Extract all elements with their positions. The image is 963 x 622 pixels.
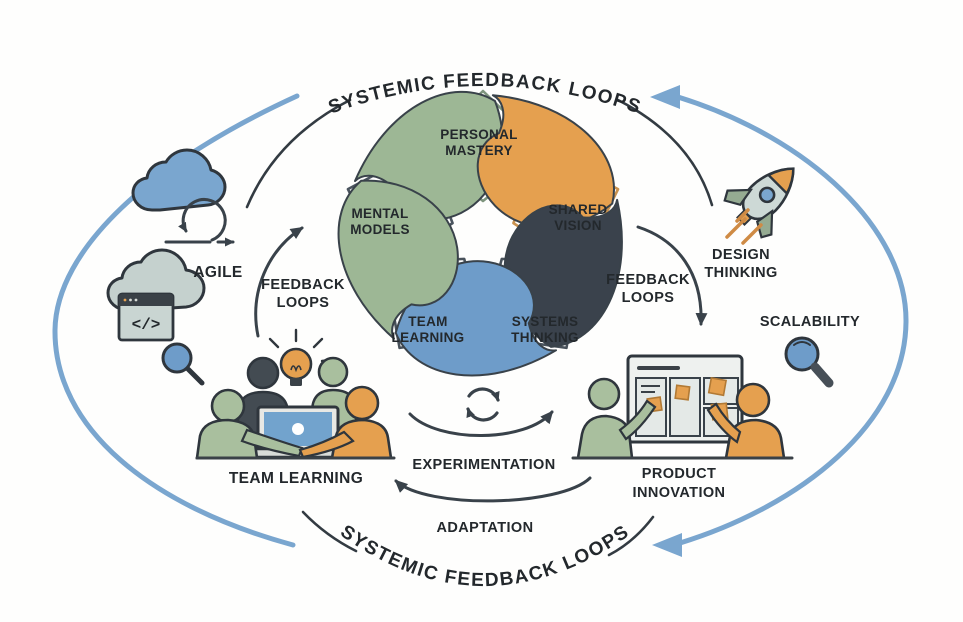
dev-cloud-icon: </> [106,248,206,386]
personal-mastery-label2: MASTERY [445,143,513,158]
systems-thinking-label2: THINKING [511,330,579,345]
person-head-dark [246,356,280,390]
shared-vision-label2: VISION [554,218,602,233]
dark-arc-bottom-right [607,515,655,557]
scalability-magnifier-icon [784,336,834,388]
feedback-loops-right-label: FEEDBACK [606,272,690,288]
code-glyph: </> [132,316,161,334]
rocket-speed-lines [725,208,763,245]
process-arrows [254,225,708,503]
person-head-orange [344,385,380,421]
blade-green-left [337,179,459,340]
iteration-loop-arrow-icon [164,198,235,247]
kanban-board-icon [571,354,794,460]
cloud-shape [131,148,227,212]
person-body-orange [330,418,393,460]
mental-models-label2: MODELS [350,222,410,237]
design-thinking-label: DESIGN [712,247,770,263]
experimentation-label: EXPERIMENTATION [412,457,555,473]
window-titlebar [119,294,173,306]
team-laptop-icon [195,328,396,460]
outer-loop-right-arc [675,94,909,546]
mental-models-label: MENTAL [351,206,408,221]
agile-label: AGILE [193,264,242,281]
feedback-arrow-right [636,225,708,326]
product-innovation-label2: INNOVATION [633,485,726,501]
adaptation-arrow [394,476,592,503]
dark-arc-top-right [616,98,714,207]
dark-arc-bottom-left [301,510,358,553]
design-thinking-label2: THINKING [704,265,777,281]
rocket-fin-right [755,208,774,239]
left-pointing-arrowhead-top-icon [650,85,680,109]
systems-thinking-label: SYSTEMS [512,314,579,329]
person-head-green-back [317,356,349,388]
rocket-fin-left [723,188,754,207]
feedback-loops-right-label2: LOOPS [622,290,675,306]
blade-orange [476,94,615,229]
rocket-window [758,186,776,204]
person-head-green-front [210,388,246,424]
feedback-loops-left-label2: LOOPS [277,295,330,311]
product-innovation-label: PRODUCT [642,466,717,482]
rocket-icon [723,167,795,245]
scalability-label: SCALABILITY [760,314,860,330]
inner-dark-arcs [245,98,714,557]
person-head-green [587,377,621,411]
lightbulb-icon [257,328,335,386]
team-learning-petal-label2: LEARNING [392,330,465,345]
team-learning-petal-label: TEAM [408,314,447,329]
dark-arc-top-left [245,98,352,209]
code-window-icon: </> [117,292,175,342]
pinwheel-labels: PERSONAL MASTERY MENTAL MODELS SHARED VI… [350,127,607,345]
magnifier-small-icon [161,342,205,386]
outer-labels: AGILE FEEDBACK LOOPS FEEDBACK LOOPS DESI… [193,247,860,536]
refresh-icon [466,387,500,422]
person-arm-green [618,399,657,441]
left-pointing-arrowhead-bottom-icon [652,533,682,557]
person-arm-orange [706,402,742,444]
pinwheel [337,89,623,377]
shared-vision-label: SHARED [549,202,608,217]
personal-mastery-label: PERSONAL [440,127,517,142]
feedback-loops-left-label: FEEDBACK [261,277,345,293]
team-learning-label: TEAM LEARNING [229,470,363,487]
person-arm-green [240,428,304,458]
agile-cloud-icon [131,148,235,247]
feedback-arrow-left [254,226,304,338]
adaptation-label: ADAPTATION [437,520,534,536]
person-head-orange [735,382,771,418]
rocket-nose [766,167,795,196]
experimentation-arrow [408,410,554,437]
